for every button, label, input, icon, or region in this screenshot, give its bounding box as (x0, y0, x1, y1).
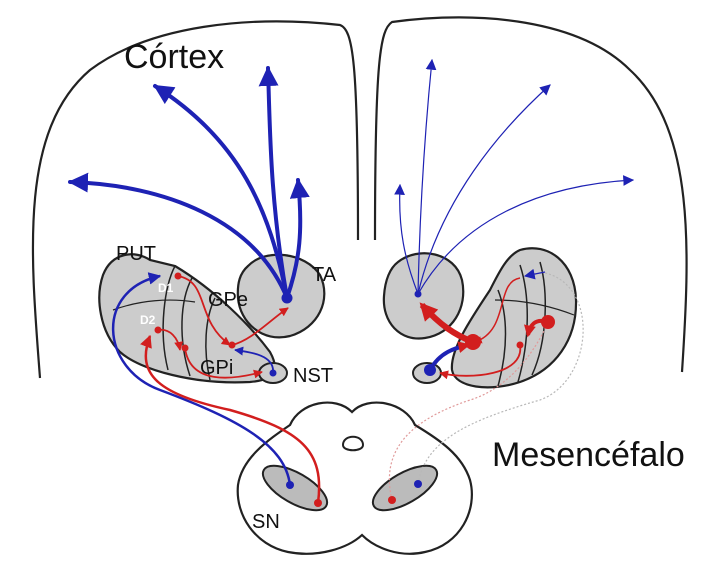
right-gpi-node (465, 334, 481, 350)
left-thalamocortical-projections (70, 68, 300, 298)
gpe-label: GPe (208, 290, 248, 310)
cerebral-aqueduct (343, 437, 363, 451)
right-sn-red-node (388, 496, 396, 504)
right-nst-node (424, 364, 436, 376)
right-substantia-nigra (366, 457, 443, 519)
nst-label: NST (293, 366, 333, 386)
put-label: PUT (116, 244, 156, 264)
d1-label: D1 (158, 282, 173, 294)
mesencephalon-label: Mesencéfalo (492, 438, 685, 472)
left-substantia-nigra (256, 457, 333, 519)
left-gpe-node (182, 345, 189, 352)
ta-label: TA (312, 265, 336, 285)
left-d2-node (155, 327, 162, 334)
right-gpe-node (517, 342, 524, 349)
left-sn-red-node (314, 499, 322, 507)
left-thalamus-node (282, 293, 293, 304)
left-gpi-node (229, 342, 236, 349)
right-sn-blue-node (414, 480, 422, 488)
right-putamen (452, 248, 576, 387)
right-thalamus-node (415, 291, 422, 298)
gpi-label: GPi (200, 358, 233, 378)
right-d2-node (541, 315, 555, 329)
left-sn-blue-node (286, 481, 294, 489)
right-thalamus (384, 253, 463, 338)
cortex-label: Córtex (124, 40, 224, 74)
sn-label: SN (252, 512, 280, 532)
left-nst-node (270, 370, 277, 377)
left-d1-node (175, 273, 182, 280)
right-basal-ganglia (366, 248, 576, 519)
d2-label: D2 (140, 314, 155, 326)
